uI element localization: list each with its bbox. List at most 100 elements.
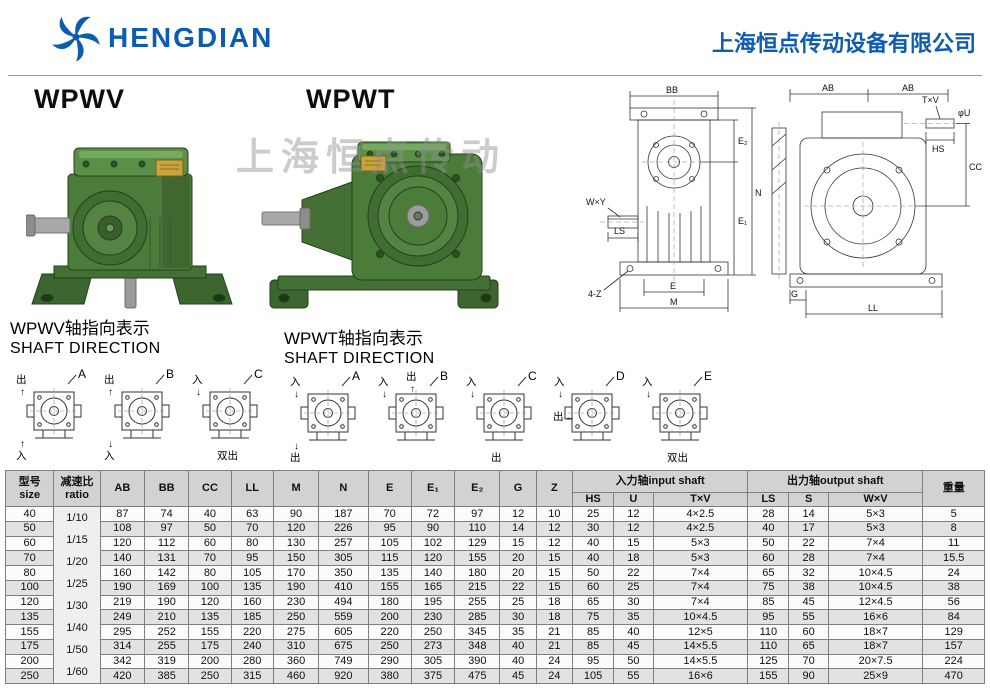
cell-value: 95 [571,653,615,670]
cell-value: 45 [499,668,537,684]
cell-value: 250 [410,624,456,640]
col-header-cc: CC [188,470,232,507]
cell-value: 559 [318,609,369,625]
col-header-bb: BB [143,470,190,507]
cell-value: 110 [747,624,790,640]
cell-value: 65 [788,638,829,655]
cell-value: 350 [318,565,369,581]
cell-value: 12×4.5 [827,594,924,611]
svg-text:出: 出 [491,451,502,464]
cell-value: 494 [318,594,369,611]
dim-label-n: N [755,188,762,198]
svg-text:B: B [166,367,174,381]
cell-value: 4×2.5 [652,520,749,537]
cell-value: 275 [272,624,320,640]
cell-value: 200 [367,609,412,625]
cell-value: 105 [367,535,412,552]
cell-value: 20 [499,550,537,566]
cell-value: 160 [99,565,145,581]
cell-value: 70 [230,520,274,537]
cell-value: 24 [535,668,573,684]
cell-value: 50 [571,565,615,581]
dim-label-4z: 4-Z [588,289,602,299]
cell-value: 5×3 [827,506,924,522]
svg-text:入: 入 [642,376,653,388]
cell-value: 120 [272,520,320,537]
cell-value: 11 [922,535,985,552]
cell-value: 475 [454,668,501,684]
svg-text:出: 出 [553,410,564,423]
cell-value: 60 [747,550,790,566]
cell-value: 120 [99,535,145,552]
cell-value: 40 [571,550,615,566]
svg-text:出: 出 [290,451,301,464]
col-header-input-shaft: 入力轴input shaft [571,470,749,493]
cell-value: 40 [747,520,790,537]
cell-value: 22 [788,535,829,552]
svg-text:↓: ↓ [646,389,651,400]
cell-value: 56 [922,594,985,611]
spec-table: 型号 size 减速比 ratio AB BB CC LL M N E E₁ E… [4,470,985,684]
brand-name: HENGDIAN [108,22,274,53]
svg-text:A: A [78,367,86,381]
cell-value: 40 [613,624,654,640]
svg-text:入: 入 [554,376,565,388]
cell-value: 290 [367,653,412,670]
svg-text:↓: ↓ [294,441,299,452]
cell-value: 75 [571,609,615,625]
col-header-ll: LL [230,470,274,507]
cell-value: 280 [230,653,274,670]
cell-value: 75 [747,579,790,596]
cell-value: 920 [318,668,369,684]
cell-value: 12×5 [652,624,749,640]
col-header-output-shaft: 出力轴output shaft [747,470,924,493]
cell-size: 200 [4,653,55,670]
cell-value: 65 [747,565,790,581]
cell-value: 210 [143,609,190,625]
cell-value: 135 [367,565,412,581]
cell-value: 190 [99,579,145,596]
svg-text:↑: ↑ [108,387,113,398]
cell-value: 95 [367,520,412,537]
cell-value: 319 [143,653,190,670]
cell-value: 60 [571,579,615,596]
cell-value: 108 [99,520,145,537]
col-header-ratio: 减速比 ratio [53,470,101,507]
cell-value: 129 [454,535,501,552]
cell-size: 80 [4,565,55,581]
svg-text:入: 入 [104,450,115,462]
cell-value: 55 [788,609,829,625]
cell-value: 35 [499,624,537,640]
wpwt-shaft-direction-cn: WPWT轴指向表示 [284,329,423,348]
cell-value: 97 [143,520,190,537]
cell-ratio: 1/10 1/15 1/20 1/25 1/30 1/40 1/50 1/60 [53,506,101,684]
cell-value: 140 [99,550,145,566]
cell-value: 150 [272,550,320,566]
cell-value: 80 [188,565,232,581]
dim-label-hs: HS [932,144,945,154]
dim-label-tv: T×V [922,95,939,105]
cell-value: 342 [99,653,145,670]
cell-value: 180 [367,594,412,611]
cell-value: 100 [188,579,232,596]
wpwv-shaft-direction-cn: WPWV轴指向表示 [10,319,150,338]
cell-value: 15 [535,579,573,596]
cell-value: 87 [99,506,145,522]
cell-value: 190 [143,594,190,611]
cell-value: 30 [499,609,537,625]
cell-value: 45 [788,594,829,611]
dim-label-ll: LL [868,303,878,313]
svg-text:C: C [528,369,537,383]
col-header-n: N [318,470,369,507]
model-title-wpwt: WPWT [306,84,396,114]
cell-value: 22 [499,579,537,596]
cell-value: 74 [143,506,190,522]
cell-value: 22 [613,565,654,581]
wpwt-shaft-direction-heading: WPWT轴指向表示 SHAFT DIRECTION [284,328,435,369]
